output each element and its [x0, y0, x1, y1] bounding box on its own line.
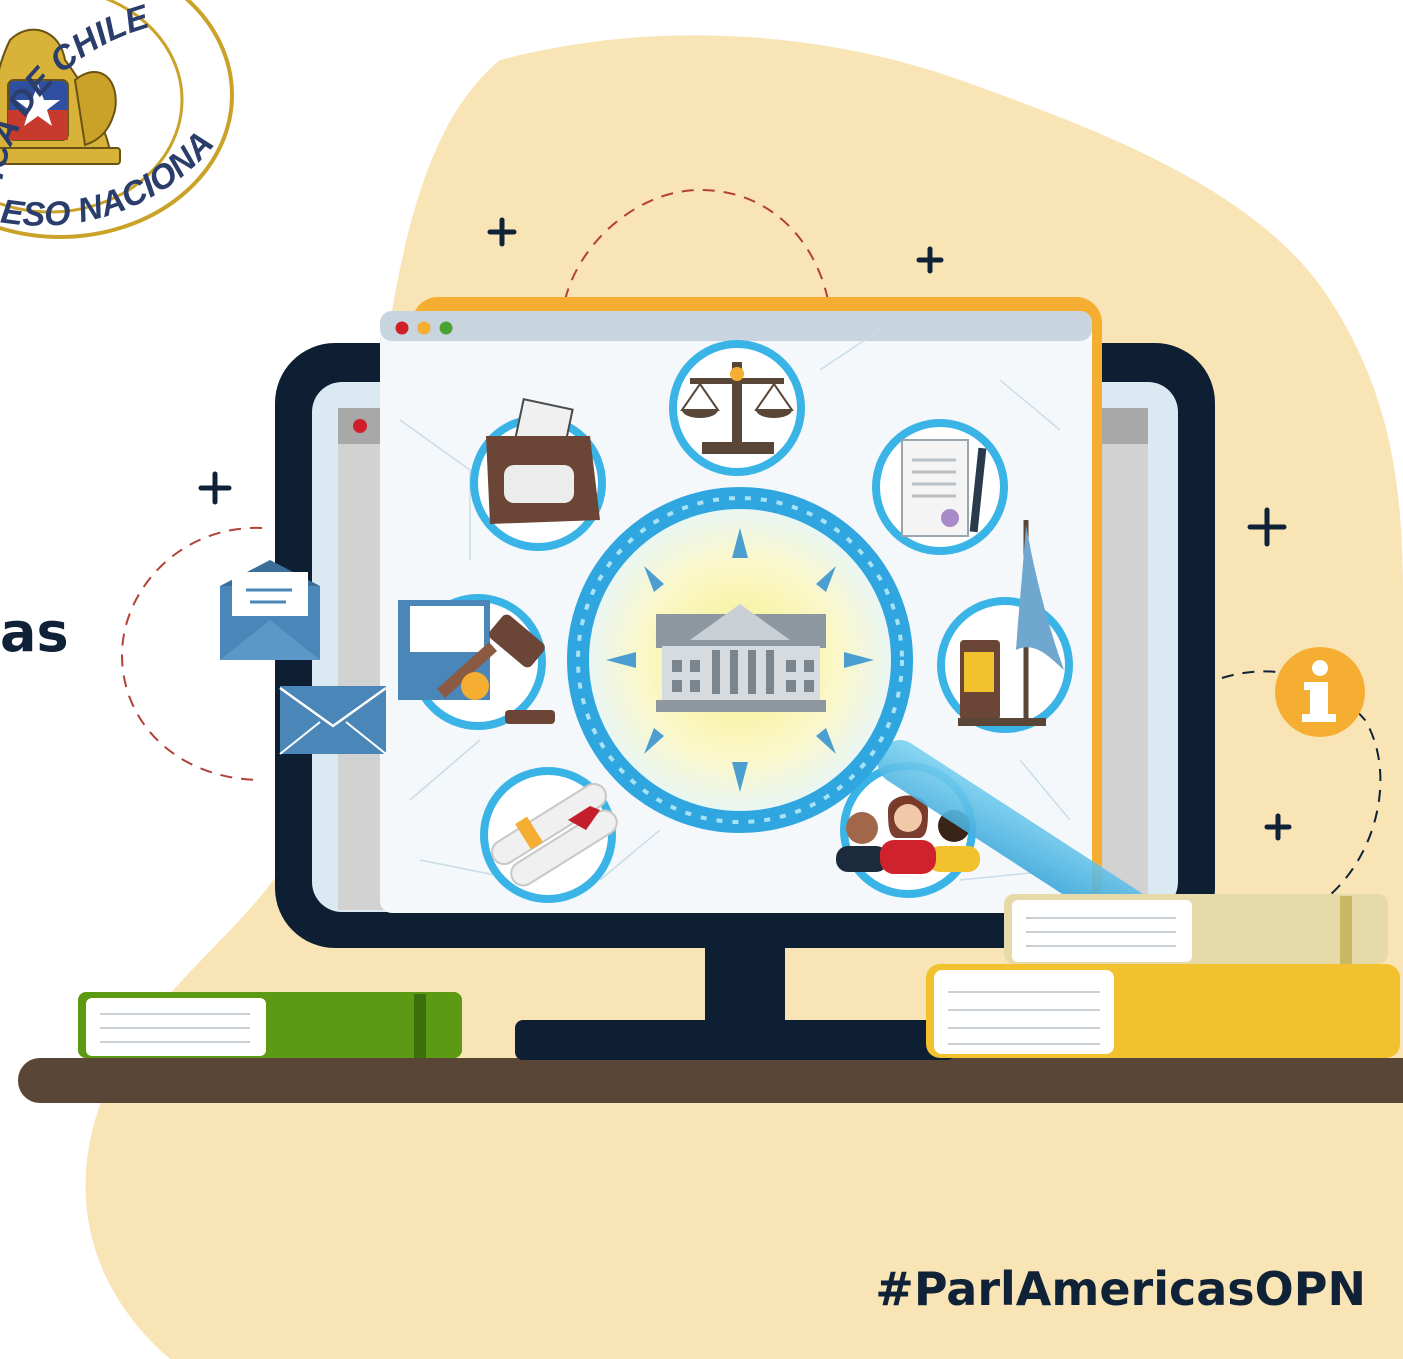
browser-close-dot: [395, 321, 409, 335]
envelope-icon: [279, 686, 387, 755]
envelope-icon: [220, 560, 320, 660]
browser-titlebar: [380, 311, 1092, 341]
justice-scales-icon: [669, 340, 805, 476]
congress-building-icon: [656, 604, 826, 712]
circuit-lines: [399, 329, 1071, 881]
beige-book: [1004, 894, 1388, 964]
partial-heading-text: as: [0, 601, 69, 664]
hashtag-text: #ParlAmericasOPN: [875, 1262, 1366, 1316]
info-icon: [1275, 647, 1365, 737]
ballot-box-icon: [470, 398, 606, 551]
chile-congress-seal-icon: ICA DE CHILE ESO NACIONAL: [0, 0, 234, 239]
desk: [18, 1058, 1403, 1103]
monitor-base: [515, 1020, 955, 1060]
green-book: [78, 992, 462, 1058]
browser-minimize-dot: [417, 321, 431, 335]
monitor-neck: [705, 940, 785, 1030]
yellow-book: [926, 964, 1400, 1058]
dashed-arc-right: [1221, 670, 1382, 896]
dashed-arc-left: [120, 526, 263, 781]
browser-maximize-dot: [439, 321, 453, 335]
document-scroll-icon: [872, 419, 1008, 555]
back-window-dot: [353, 419, 367, 433]
diploma-scrolls-icon: [480, 767, 618, 903]
gavel-envelope-icon: [398, 594, 555, 730]
plus-icon: [198, 217, 1292, 841]
podium-flag-icon: [937, 520, 1073, 733]
